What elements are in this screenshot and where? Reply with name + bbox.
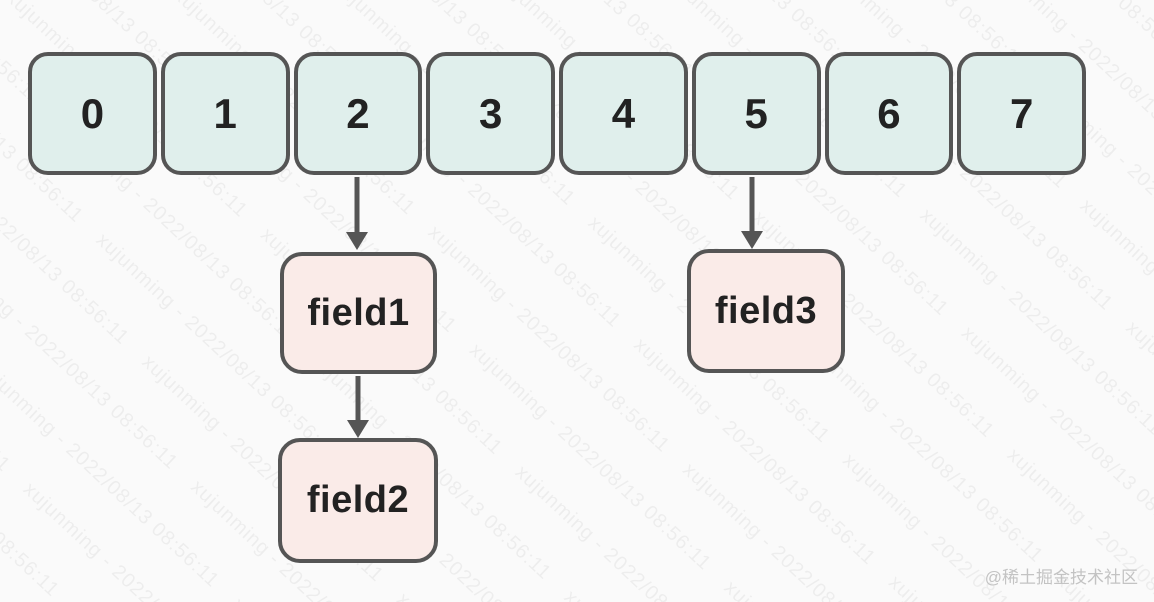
cell-label: 7 — [1009, 89, 1034, 137]
array-cell-1: 1 — [160, 52, 290, 175]
cell-label: 0 — [80, 89, 105, 137]
arrow-field1-to-field2 — [347, 376, 369, 438]
array-cell-5: 5 — [691, 52, 821, 175]
field2-node: field2 — [278, 438, 438, 563]
array-cell-2: 2 — [293, 52, 423, 175]
field1-node: field1 — [280, 252, 437, 374]
arrow-shaft — [355, 376, 361, 422]
array-cell-4: 4 — [559, 52, 688, 175]
arrow-head-icon — [741, 231, 763, 249]
arrow-head-icon — [346, 232, 368, 250]
arrow-shaft — [354, 177, 360, 234]
arrow-head-icon — [347, 420, 369, 438]
field1-label: field1 — [307, 291, 410, 334]
arrow-shaft — [749, 177, 755, 233]
field2-label: field2 — [306, 479, 410, 521]
array-cell-3: 3 — [426, 52, 555, 175]
cell-label: 1 — [213, 89, 237, 137]
array-cell-0: 0 — [28, 52, 157, 175]
cell-label: 3 — [478, 89, 503, 137]
cell-label: 5 — [744, 89, 768, 137]
cell-label: 2 — [346, 89, 370, 137]
juejin-community-watermark: @稀土掘金技术社区 — [984, 568, 1138, 587]
array-cell-6: 6 — [824, 52, 954, 175]
cell-label: 6 — [877, 89, 901, 137]
field3-label: field3 — [714, 289, 818, 332]
field3-node: field3 — [687, 249, 845, 373]
array-bucket-row: 0 1 2 3 4 5 6 7 — [28, 52, 1086, 175]
cell-label: 4 — [611, 89, 636, 137]
array-cell-7: 7 — [957, 52, 1086, 175]
arrow-cell2-to-field1 — [346, 177, 368, 250]
arrow-cell5-to-field3 — [741, 177, 763, 249]
